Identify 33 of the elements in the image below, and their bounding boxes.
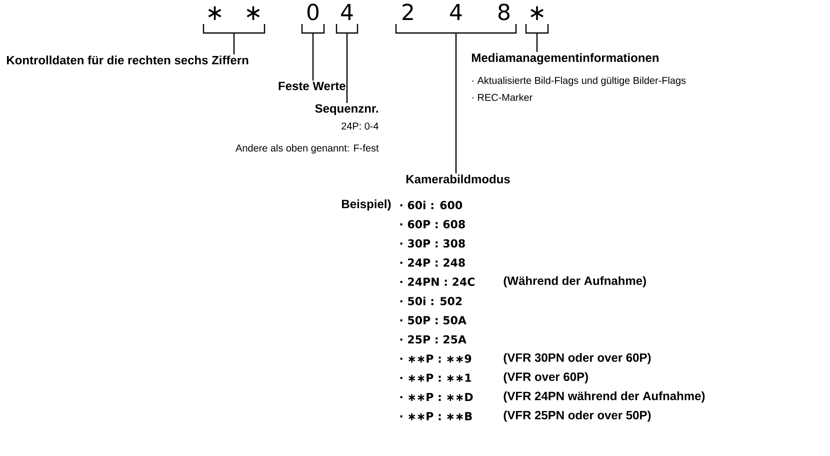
list-item: · ∗∗P : ∗∗9 — [400, 354, 472, 363]
list-item: · 25P : 25A — [400, 335, 466, 344]
note-text: (VFR 25PN oder over 50P) — [504, 410, 651, 422]
annotation-text: Kamerabildmodus — [406, 174, 510, 184]
code-character: 4 — [341, 4, 353, 20]
code-character: 2 4 8 — [402, 4, 510, 20]
leader-line — [312, 33, 314, 81]
leader-line — [346, 33, 348, 103]
list-item: · ∗∗P : ∗∗1 — [400, 374, 472, 382]
note-text: (VFR over 60P) — [504, 372, 588, 384]
note-text: (Während der Aufnahme) — [504, 276, 646, 288]
annotation-text: Feste Werte — [278, 82, 346, 90]
list-item: · 24PN : 24C — [400, 278, 475, 286]
list-item: · ∗∗P : ∗∗B — [400, 412, 472, 420]
code-character: ∗ — [530, 6, 544, 20]
list-item: · 60i : 600 — [400, 200, 462, 210]
list-item: · 50P : 50A — [400, 316, 466, 324]
list-item: · ∗∗P : ∗∗D — [400, 392, 473, 401]
code-character: 0 — [307, 4, 319, 20]
annotation-text: Kontrolldaten für die rechten sechs Ziffern — [7, 56, 248, 64]
leader-line — [455, 33, 457, 174]
leader-line — [233, 33, 235, 54]
example-label: Beispiel) — [342, 199, 391, 211]
annotation-text: Sequenznr. 24P: 0-4 Andere als oben genannt: F-fest — [236, 104, 379, 154]
list-item: · 30P : 308 — [400, 239, 465, 248]
leader-line — [536, 33, 538, 52]
list-item: · 60P : 608 — [400, 220, 465, 228]
annotation-text: Mediamanagementinformationen · Aktualisierte Bild-Flags und gültige Bilder-Flags · REC-Marker — [472, 53, 686, 101]
list-item: · 50i : 502 — [400, 296, 462, 306]
note-text: (VFR 30PN oder over 60P) — [504, 353, 651, 364]
list-item: · 24P : 248 — [400, 258, 465, 267]
note-text: (VFR 24PN während der Aufnahme) — [504, 391, 705, 403]
code-character: ∗ ∗ — [208, 6, 260, 20]
